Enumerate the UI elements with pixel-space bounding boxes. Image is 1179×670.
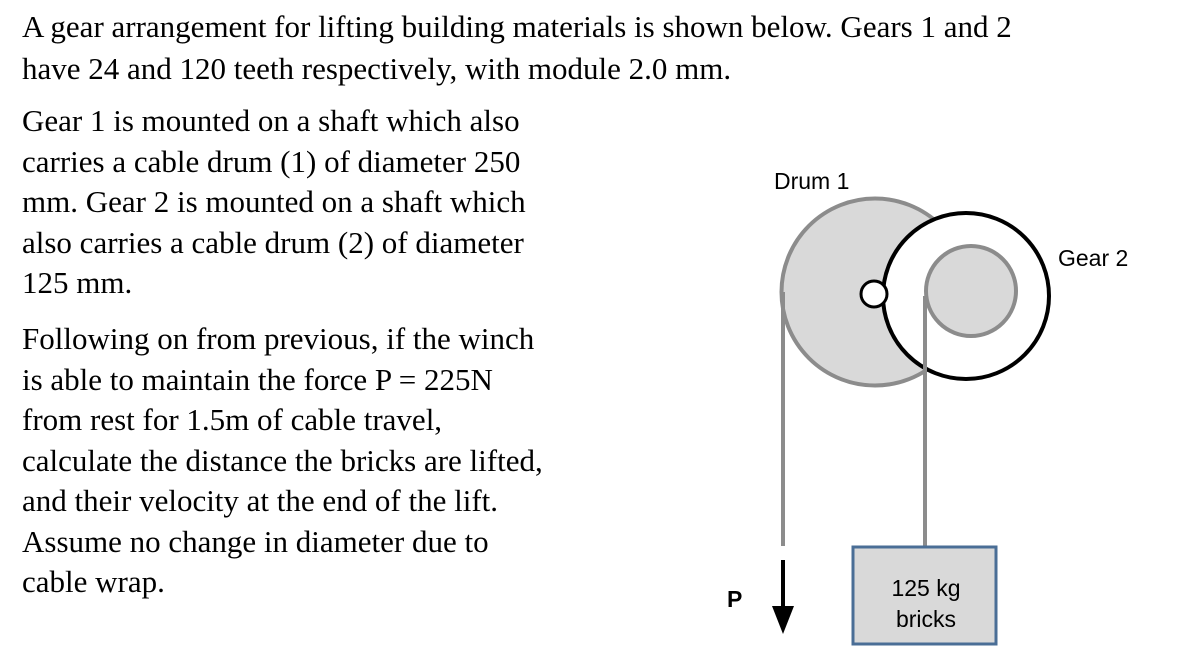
force-label: P xyxy=(727,586,742,612)
drum-2 xyxy=(924,244,1018,338)
paragraph-line: Gear 1 is mounted on a shaft which also xyxy=(22,103,520,138)
paragraph-line: calculate the distance the bricks are li… xyxy=(22,442,543,478)
problem-paragraph-setup: Gear 1 is mounted on a shaft which also … xyxy=(22,101,592,304)
paragraph-line: and their velocity at the end of the lif… xyxy=(22,483,499,518)
paragraph-line: Assume no change in diameter due to xyxy=(22,523,489,559)
problem-paragraph-question: Following on from previous, if the winch… xyxy=(22,319,612,603)
force-arrow xyxy=(772,560,794,634)
paragraph-line: mm. Gear 2 is mounted on a shaft which xyxy=(22,184,526,219)
paragraph-line: Following on from previous, if the winch xyxy=(22,321,535,356)
intro-line: A gear arrangement for lifting building … xyxy=(22,9,1012,44)
problem-intro: A gear arrangement for lifting building … xyxy=(22,6,1162,90)
paragraph-line: also carries a cable drum (2) of diamete… xyxy=(22,224,524,260)
paragraph-line: cable wrap. xyxy=(22,564,165,599)
drum-1-label: Drum 1 xyxy=(774,168,849,194)
gear-2-label: Gear 2 xyxy=(1058,245,1128,271)
load-label-line-2: bricks xyxy=(896,606,956,632)
paragraph-line: is able to maintain the force P = 225N xyxy=(22,361,493,397)
gear-1 xyxy=(859,279,889,309)
load-label-line-1: 125 kg xyxy=(891,575,960,601)
brick-load-box xyxy=(851,545,998,646)
paragraph-line: carries a cable drum (1) of diameter 250 xyxy=(22,143,521,179)
paragraph-line: 125 mm. xyxy=(22,265,133,300)
paragraph-line: from rest for 1.5m of cable travel, xyxy=(22,402,443,437)
intro-line: have 24 and 120 teeth respectively, with… xyxy=(22,51,732,86)
